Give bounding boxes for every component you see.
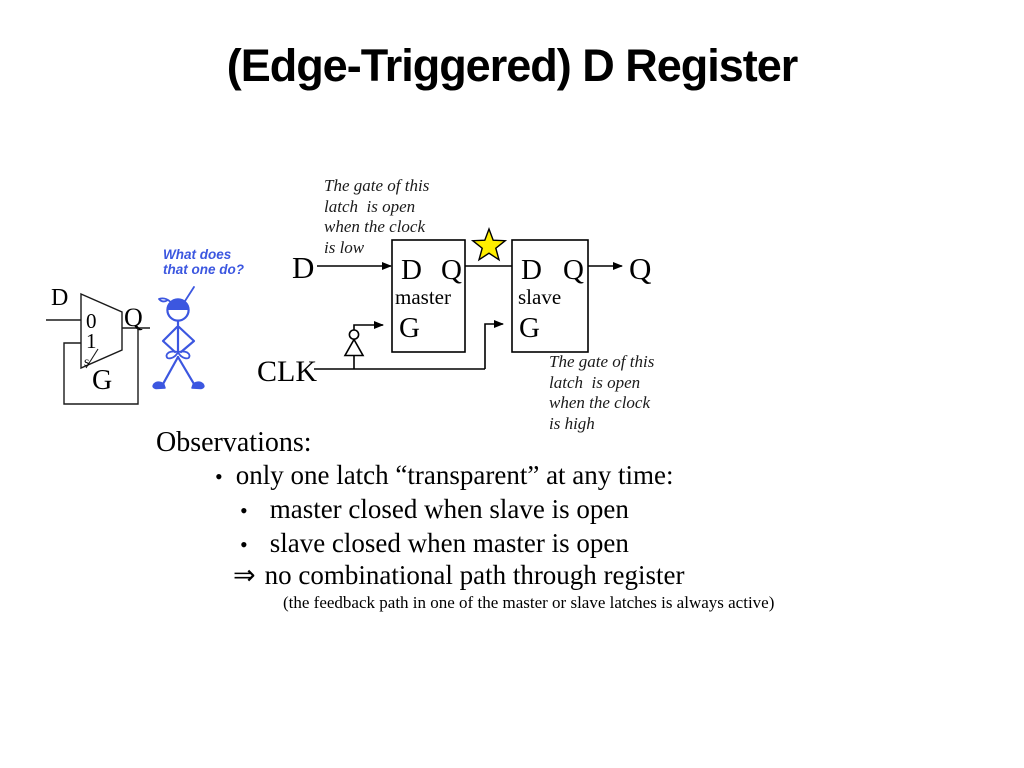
observation-text: only one latch “transparent” at any time… [235, 460, 674, 490]
mux-d-label: D [51, 285, 68, 311]
mux-g-label: G [92, 365, 112, 396]
observation-text: no combinational path through register [264, 560, 685, 590]
stick-figure-left-arm [161, 325, 179, 354]
clk-label: CLK [257, 355, 317, 388]
question-pointer-line [184, 286, 195, 302]
master-name-label: master [395, 285, 451, 309]
slave-g-label: G [519, 312, 540, 344]
mux-in0-label: 0 [86, 309, 97, 333]
annotation-line: latch is open [324, 196, 416, 216]
observations-heading: Observations: [156, 427, 312, 458]
implies-arrow-icon: ⇒ [233, 560, 256, 590]
bullet-icon: • [240, 498, 248, 523]
observation-implication: ⇒ no combinational path through register [233, 560, 685, 591]
slave-d-label: D [521, 254, 542, 286]
mux-select-stub [85, 348, 99, 369]
slave-name-label: slave [518, 285, 561, 309]
clkbar-to-master-g-wire [353, 321, 384, 330]
stick-figure-left-leg [161, 355, 180, 386]
annotation-line: What does [163, 247, 232, 262]
q-output-label: Q [629, 251, 651, 286]
bullet-icon: • [240, 532, 248, 557]
stick-figure-left-hand [165, 350, 179, 360]
mux-latch-symbol: D 0 1 s G Q [46, 285, 150, 405]
master-latch-box [391, 239, 466, 353]
master-gate-annotation: The gate of this latch is open when the … [324, 176, 429, 258]
annotation-line: that one do? [163, 262, 244, 277]
slave-gate-annotation: The gate of this latch is open when the … [549, 352, 654, 434]
annotation-line: latch is open [549, 372, 641, 392]
stick-figure [152, 286, 205, 390]
annotation-line: The gate of this [549, 352, 655, 371]
d-input-label: D [292, 250, 314, 285]
observation-bullet-2: • master closed when slave is open [240, 494, 629, 525]
master-q-label: Q [441, 254, 462, 286]
stick-figure-right-leg [176, 355, 196, 386]
annotation-line: is high [549, 413, 595, 433]
slave-q-label: Q [563, 254, 584, 286]
star-icon [470, 227, 508, 262]
observation-bullet-3: • slave closed when master is open [240, 528, 629, 559]
stick-figure-right-arm [177, 325, 196, 354]
observation-note: (the feedback path in one of the master … [283, 593, 775, 612]
bullet-icon: • [215, 464, 223, 489]
inverter-triangle [343, 337, 365, 357]
inverter-icon [343, 329, 365, 369]
observation-text: master closed when slave is open [269, 494, 629, 524]
question-annotation: What does that one do? [163, 247, 244, 277]
annotation-line: when the clock [549, 393, 651, 412]
observation-text: slave closed when master is open [269, 528, 629, 558]
master-g-label: G [399, 312, 420, 344]
annotation-line: when the clock [324, 217, 426, 236]
mux-feedback-wire [63, 328, 139, 405]
register-circuit: D D Q master G D Q slave G Q CLK [257, 227, 651, 388]
observation-bullet-1: • only one latch “transparent” at any ti… [215, 460, 674, 491]
slide-title: (Edge-Triggered) D Register [226, 40, 799, 91]
stick-figure-right-foot [191, 381, 205, 390]
annotation-line: The gate of this [324, 176, 430, 195]
mux-sel-label: s [84, 355, 89, 370]
stick-figure-left-foot [152, 381, 166, 390]
mux-in1-label: 1 [86, 329, 97, 353]
mux-q-label: Q [124, 303, 143, 332]
stick-figure-curl [158, 297, 171, 303]
clk-to-slave-g-wire [484, 320, 504, 369]
slave-latch-box [511, 239, 589, 353]
master-d-label: D [401, 254, 422, 286]
annotation-line: is low [324, 237, 365, 257]
stick-figure-right-hand [177, 350, 191, 360]
inverter-bubble [348, 329, 360, 340]
